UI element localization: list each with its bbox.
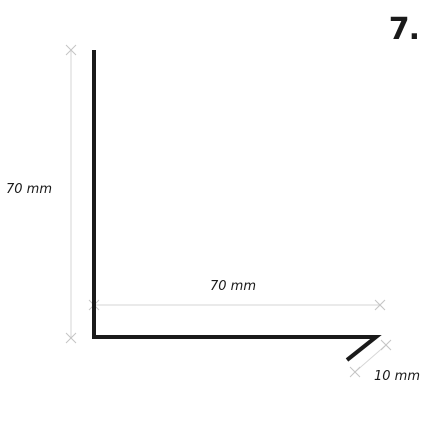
angle-profile <box>92 50 382 362</box>
vertical-dimension-tick-bottom <box>65 332 77 344</box>
horizontal-dimension-tick-right <box>374 299 386 311</box>
figure-number: 7. <box>388 12 420 47</box>
vertical-dimension-label: 70 mm <box>6 182 52 197</box>
horizontal-dimension-label: 70 mm <box>210 279 256 294</box>
return-dimension-tick-lower <box>349 366 361 378</box>
return-dimension-tick-upper <box>380 339 392 351</box>
vertical-dimension-tick-top <box>65 44 77 56</box>
return-dimension-label: 10 mm <box>374 369 420 384</box>
